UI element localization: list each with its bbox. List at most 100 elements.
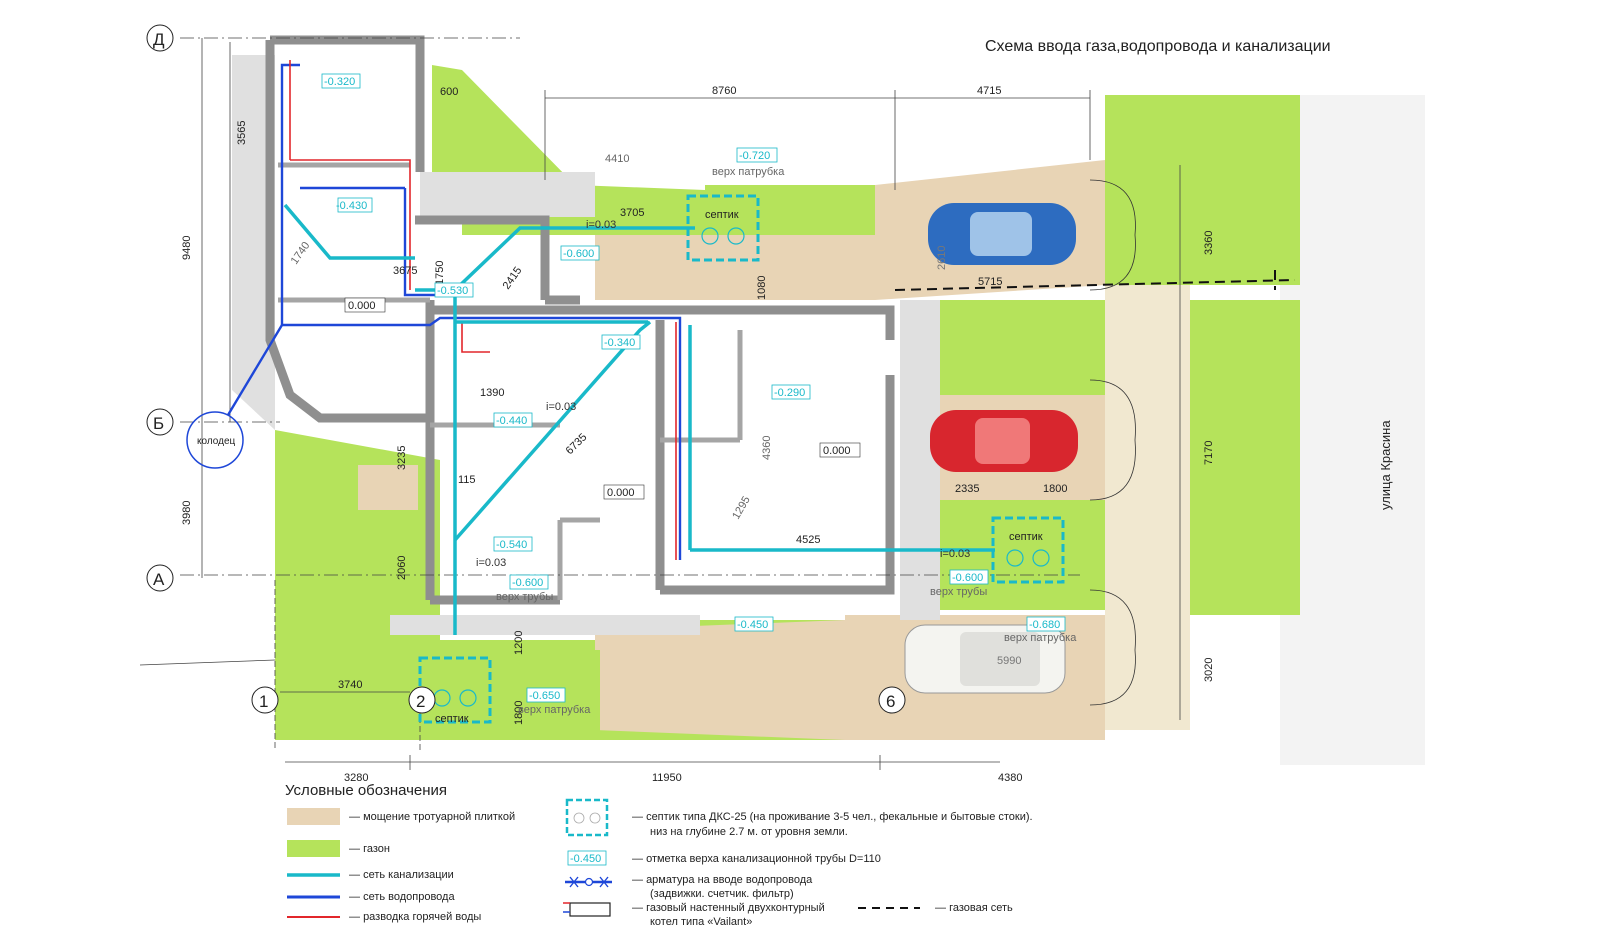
legend-lawn-swatch — [287, 840, 340, 857]
dim-7170: 7170 — [1203, 441, 1215, 465]
axis-a-label: А — [153, 570, 165, 589]
dim-3740: 3740 — [338, 679, 362, 691]
legend-valve-text-1: — арматура на вводе водопровода — [632, 874, 813, 886]
dim-1390: 1390 — [480, 387, 504, 399]
paving-drive-north — [595, 235, 875, 300]
note-bottom-patr: верх патрубка — [518, 704, 591, 716]
legend-valve-label-2: (задвижки. счетчик. фильтр) — [650, 888, 794, 900]
street-strip — [1280, 95, 1425, 765]
floor-2: 0.000 — [607, 487, 635, 499]
dim-600: 600 — [440, 86, 458, 98]
ground-areas — [275, 65, 1425, 765]
legend-septic-label-2: низ на глубине 2.7 м. от уровня земли. — [650, 826, 848, 838]
legend-hot-label: разводка горячей воды — [363, 911, 482, 923]
note-top-patr: верх патрубка — [712, 166, 785, 178]
dim-1200: 1200 — [513, 631, 525, 655]
legend-boiler-symbol — [569, 902, 611, 917]
dim-8760: 8760 — [712, 85, 736, 97]
note-right-patr: верх патрубка — [1004, 632, 1077, 644]
pipe-notes: верх патрубка верх трубы верх трубы верх… — [496, 166, 1077, 716]
floor-3: 0.000 — [823, 445, 851, 457]
dim-1295: 1295 — [730, 494, 753, 521]
dim-3980: 3980 — [181, 501, 193, 525]
legend-sewer-label: сеть канализации — [363, 869, 454, 881]
dim-3235: 3235 — [396, 446, 408, 470]
dim-3705: 3705 — [620, 207, 644, 219]
dim-5715: 5715 — [978, 276, 1002, 288]
dim-4715: 4715 — [977, 85, 1001, 97]
axis-1-label: 1 — [259, 692, 268, 711]
slope-2: i=0.03 — [546, 401, 576, 413]
paving-east-strip — [1105, 285, 1190, 730]
dim-4525: 4525 — [796, 534, 820, 546]
car-blue — [928, 203, 1076, 265]
dim-6735: 6735 — [564, 431, 590, 457]
car-white — [904, 624, 1066, 694]
gates — [1089, 179, 1136, 706]
legend-septic-label-1: септик типа ДКС-25 (на проживание 3-5 че… — [646, 811, 1033, 823]
legend-hot-text: — разводка горячей воды — [349, 911, 482, 923]
dim-4410: 4410 — [605, 153, 629, 165]
note-top-pipe-1: верх трубы — [496, 591, 553, 603]
slope-4: i=0.03 — [940, 548, 970, 560]
legend-boiler-text-1: — газовый настенный двухконтурный — [632, 902, 825, 914]
mark-680: -0.680 — [1029, 619, 1060, 631]
mark-440: -0.440 — [496, 415, 527, 427]
dim-2415: 2415 — [501, 265, 525, 292]
dim-2335: 2335 — [955, 483, 979, 495]
legend-paving-text: — мощение тротуарной плиткой — [349, 811, 516, 823]
legend-septic-symbol — [565, 798, 609, 837]
note-top-pipe-2: верх трубы — [930, 586, 987, 598]
interior-walls — [278, 162, 743, 600]
legend-boiler-label-1: газовый настенный двухконтурный — [646, 902, 825, 914]
paving-south — [595, 620, 845, 740]
street-name: улица Красина — [1378, 420, 1393, 510]
mark-430: -0.430 — [336, 200, 367, 212]
dim-2060: 2060 — [396, 556, 408, 580]
car-red — [930, 410, 1078, 472]
legend-septic-text-1: — септик типа ДКС-25 (на проживание 3-5 … — [632, 811, 1033, 823]
dim-1800: 1800 — [1043, 483, 1067, 495]
legend-mark-desc: отметка верха канализационной трубы D=11… — [646, 853, 881, 865]
legend-sewer-text: — сеть канализации — [349, 869, 454, 881]
lawn-west — [275, 430, 440, 640]
dim-4380: 4380 — [998, 772, 1022, 784]
dim-4360: 4360 — [761, 436, 773, 460]
legend-gas-text: — газовая сеть — [935, 902, 1013, 914]
well-symbol — [186, 411, 244, 469]
paving-south-west — [358, 465, 418, 510]
dim-3675: 3675 — [393, 265, 417, 277]
mark-540: -0.540 — [496, 539, 527, 551]
septic-bottom-label: септик — [435, 713, 469, 725]
well-label: колодец — [197, 436, 236, 447]
building-walls — [265, 35, 895, 605]
dim-1080: 1080 — [756, 276, 768, 300]
mark-290: -0.290 — [774, 387, 805, 399]
mark-600a: -0.600 — [563, 248, 594, 260]
dim-3360: 3360 — [1203, 231, 1215, 255]
axis-b-label: Б — [153, 414, 164, 433]
dim-1740: 1740 — [289, 240, 313, 267]
mark-340: -0.340 — [604, 337, 635, 349]
lawn-north-strip — [432, 65, 462, 172]
dim-11950: 11950 — [652, 772, 682, 784]
legend-boiler-label-2: котел типа «Vailant» — [650, 916, 753, 928]
legend-title: Условные обозначения — [285, 782, 448, 799]
legend-paving-label: мощение тротуарной плиткой — [363, 811, 516, 823]
mark-600b: -0.600 — [512, 577, 543, 589]
gas-network — [894, 270, 1296, 291]
dimension-lines — [139, 37, 1181, 770]
mark-650: -0.650 — [529, 690, 560, 702]
dim-3565: 3565 — [236, 121, 248, 145]
mark-450: -0.450 — [737, 619, 768, 631]
axis-d-label: Д — [153, 30, 165, 49]
mark-600c: -0.600 — [952, 572, 983, 584]
legend-water-label: сеть водопровода — [363, 891, 455, 903]
axis-6-label: 6 — [886, 692, 895, 711]
legend-lawn-text: — газон — [349, 843, 390, 855]
dim-3280: 3280 — [344, 772, 368, 784]
legend-gas-label: газовая сеть — [949, 902, 1013, 914]
legend-mark-value: -0.450 — [570, 853, 601, 865]
dim-2610: 2610 — [936, 246, 948, 270]
